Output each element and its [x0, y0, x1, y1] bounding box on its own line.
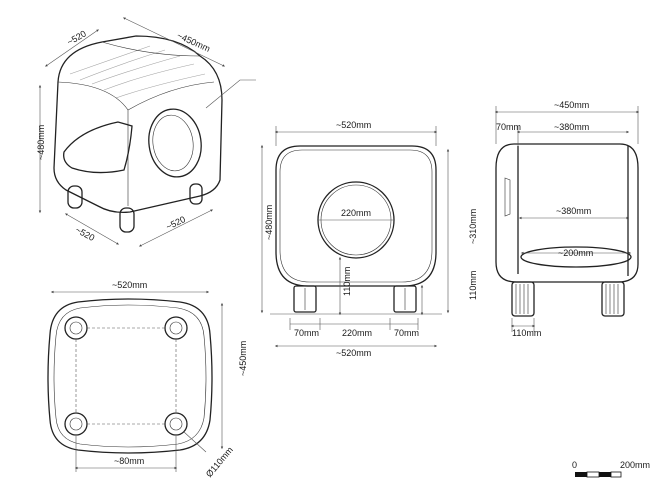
iso-dim-top-left-line: [45, 29, 99, 67]
side-dim-mid-inner: ~380mm: [556, 206, 591, 216]
bottom-leg-top-right: [164, 316, 188, 340]
front-view: ~520mm ~480mm 220mm ~310mm 110mm 110mm 7…: [260, 120, 478, 358]
front-leg-right: [393, 285, 417, 313]
scale-bar-end: 200mm: [620, 460, 650, 470]
iso-leader: [205, 79, 256, 109]
front-dim-opening-diameter: 220mm: [341, 208, 371, 218]
front-dim-bottom-mid: 220mm: [342, 328, 372, 338]
front-leg-left: [293, 285, 317, 313]
iso-dim-height: ~480mm: [36, 125, 46, 160]
bottom-leg-diameter-leader: [183, 431, 207, 453]
side-leg-left-lines: [515, 284, 529, 314]
front-dim-bottom-total: ~520mm: [336, 348, 371, 358]
side-dim-width: ~450mm: [554, 100, 589, 110]
bottom-dim-leg-spacing: ~80mm: [114, 456, 144, 466]
isometric-view: ~520 ~450mm ~480mm ~520 ~520: [36, 17, 256, 247]
side-leg-right-lines: [605, 284, 619, 314]
bottom-leg-bottom-left: [64, 412, 88, 436]
side-dim-leg: 110mm: [512, 328, 541, 338]
scale-bar-white-1: [586, 471, 600, 478]
side-dim-cushion: ~200mm: [558, 248, 593, 258]
bottom-outline-inner: [53, 304, 207, 448]
side-handle: [504, 177, 511, 217]
iso-dim-top-right-line: [122, 17, 226, 67]
scale-bar: 0 200mm: [572, 460, 650, 478]
bottom-leg-top-right-inner: [169, 321, 183, 335]
iso-dim-bottom-left: ~520: [74, 225, 97, 243]
front-dim-opening-height: ~310mm: [468, 209, 478, 244]
side-cushion: [520, 246, 632, 268]
bottom-view: ~520mm ~450mm ~80mm Ø110mm: [47, 280, 248, 479]
iso-dim-bottom-right: ~520: [164, 214, 187, 232]
iso-leg-front: [119, 207, 135, 233]
iso-cushion: [63, 121, 133, 174]
iso-body-outline: [53, 35, 223, 214]
iso-leg-front-left: [67, 185, 83, 209]
side-view: ~450mm 70mm ~380mm ~380mm ~200mm 110mm: [494, 100, 640, 338]
front-dim-height: ~480mm: [264, 205, 274, 240]
bottom-leg-bottom-right-inner: [169, 417, 183, 431]
scale-bar-start: 0: [572, 460, 577, 470]
front-dim-leg-clearance: 110mm: [342, 267, 352, 296]
side-leg-left: [511, 281, 535, 317]
bottom-leg-bottom-right: [164, 412, 188, 436]
scale-bar-black-1: [575, 472, 587, 477]
bottom-outline: [47, 298, 213, 454]
side-leg-right: [601, 281, 625, 317]
front-dim-bottom-left: 70mm: [294, 328, 319, 338]
iso-dim-bottom-left-line: [64, 213, 120, 245]
front-dim-leg-right-height: 110mm: [468, 271, 478, 300]
bottom-dim-width: ~520mm: [112, 280, 147, 290]
iso-front-edge: [57, 81, 129, 206]
bottom-dim-depth: ~450mm: [238, 341, 248, 376]
side-dim-left-offset: 70mm: [496, 122, 521, 132]
iso-hatch: [69, 45, 206, 99]
iso-leg-right: [189, 183, 203, 205]
scale-bar-black-2: [599, 472, 611, 477]
front-dim-bottom-right: 70mm: [394, 328, 419, 338]
bottom-leg-top-left: [64, 316, 88, 340]
front-body-inner: [279, 149, 433, 283]
bottom-dim-leg-diameter: Ø110mm: [204, 445, 235, 479]
iso-opening-inner: [152, 114, 194, 172]
front-dim-width: ~520mm: [336, 120, 371, 130]
iso-dim-bottom-right-line: [138, 209, 214, 247]
iso-right-edge: [127, 81, 215, 111]
iso-opening: [148, 108, 202, 178]
side-dim-top-inner: ~380mm: [554, 122, 589, 132]
iso-top-ridge: [101, 41, 201, 57]
bottom-leg-top-left-inner: [69, 321, 83, 335]
bottom-guides: [75, 327, 177, 425]
bottom-leg-bottom-left-inner: [69, 417, 83, 431]
scale-bar-white-2: [610, 471, 622, 478]
